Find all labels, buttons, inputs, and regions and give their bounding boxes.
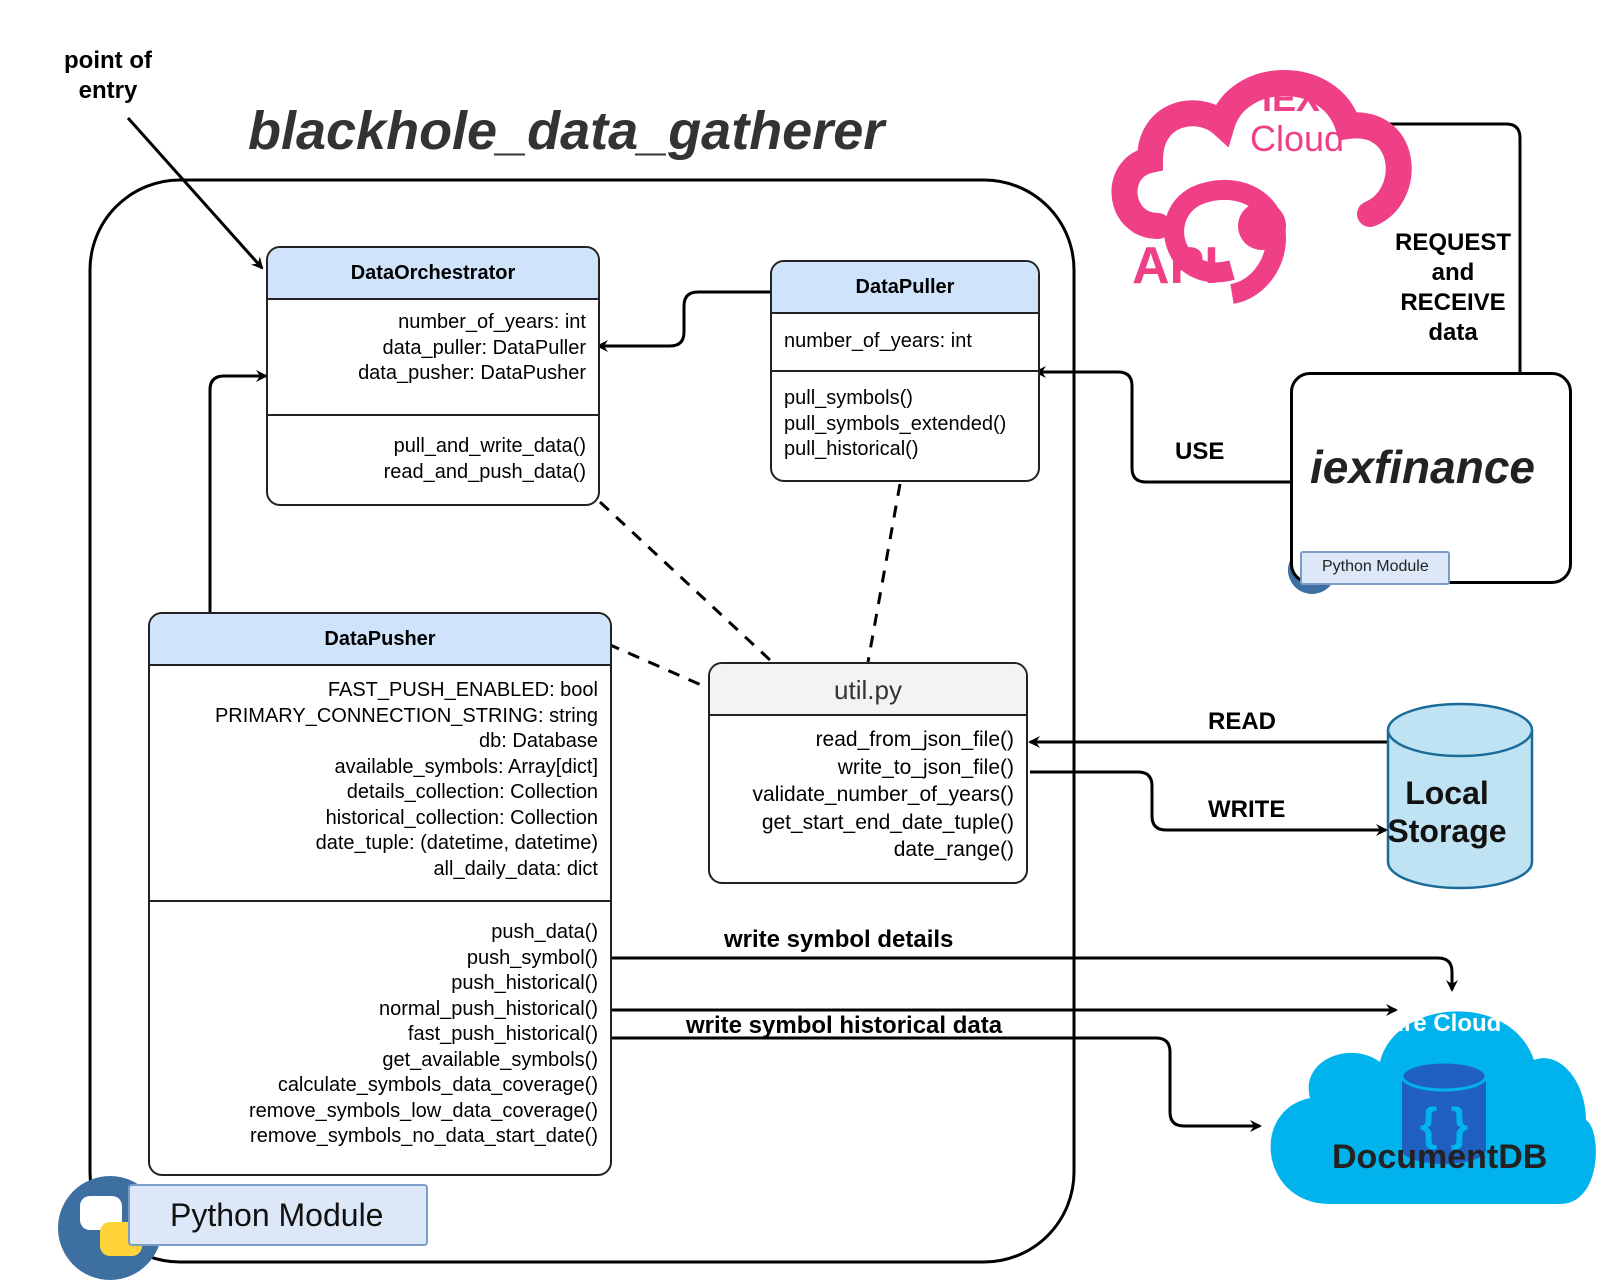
data-orchestrator-header: DataOrchestrator: [268, 248, 598, 300]
attribute: data_puller: DataPuller: [382, 336, 586, 359]
use-label: USE: [1175, 438, 1225, 465]
attribute: date_tuple: (datetime, datetime): [315, 832, 598, 854]
local-text: Local: [1405, 775, 1489, 811]
data-orchestrator-methods: pull_and_write_data() read_and_push_data…: [268, 414, 598, 485]
data-pusher-attributes: FAST_PUSH_ENABLED: bool PRIMARY_CONNECTI…: [150, 666, 610, 900]
diagram-title: blackhole_data_gatherer: [248, 101, 885, 161]
data-pusher-methods: push_data() push_symbol() push_historica…: [150, 900, 610, 1150]
util-methods: read_from_json_file() write_to_json_file…: [710, 716, 1026, 864]
write-details-label: write symbol details: [724, 926, 954, 953]
attribute: FAST_PUSH_ENABLED: bool: [327, 679, 598, 701]
method: get_available_symbols(): [382, 1048, 598, 1071]
util-module[interactable]: util.py read_from_json_file() write_to_j…: [708, 662, 1028, 884]
attribute: all_daily_data: dict: [433, 857, 598, 880]
method: push_symbol(): [466, 946, 598, 969]
orchestrator-util-dash: [598, 500, 772, 662]
svg-text:{ }: { }: [1420, 1098, 1469, 1150]
data-pusher-header: DataPusher: [150, 614, 610, 666]
data-orchestrator-class[interactable]: DataOrchestrator number_of_years: int da…: [266, 246, 600, 506]
local-storage-cylinder: [1386, 702, 1534, 890]
azure-cloud-label: Azure Cloud: [1360, 1010, 1502, 1037]
documentdb-label: DocumentDB: [1332, 1138, 1548, 1176]
puller-to-orchestrator-arrow: [596, 290, 770, 352]
data-pusher-class[interactable]: DataPusher FAST_PUSH_ENABLED: bool PRIMA…: [148, 612, 612, 1176]
request-text: REQUEST: [1394, 229, 1511, 256]
local-storage-label: Local Storage: [1385, 774, 1509, 850]
method: read_and_push_data(): [383, 460, 586, 483]
attribute: number_of_years: int: [784, 330, 972, 352]
method: validate_number_of_years(): [752, 783, 1014, 806]
method: remove_symbols_low_data_coverage(): [248, 1099, 598, 1122]
entry-arrow: [126, 117, 264, 270]
util-header: util.py: [710, 664, 1026, 716]
api-label: API: [1132, 237, 1219, 295]
read-label: READ: [1208, 708, 1277, 735]
iex-label: IEX: [1262, 78, 1321, 119]
entry-label: point of entry: [60, 46, 156, 106]
method: read_from_json_file(): [815, 728, 1014, 751]
receive-text: RECEIVE: [1400, 289, 1506, 316]
method: pull_symbols(): [784, 387, 913, 409]
iexfinance-module[interactable]: [1290, 372, 1572, 584]
iexfinance-name: iexfinance: [1310, 441, 1535, 493]
pusher-to-orchestrator-arrow: [208, 370, 268, 612]
request-receive-label: REQUEST and RECEIVE data: [1388, 228, 1518, 348]
use-arrow: [1034, 366, 1314, 484]
data-puller-attributes: number_of_years: int: [772, 314, 1038, 370]
iex-cloud-logo: [1111, 70, 1412, 304]
data-text: data: [1428, 319, 1478, 346]
cloud-label: Cloud: [1250, 118, 1345, 159]
write-label: WRITE: [1208, 796, 1286, 823]
python-module-badge: Python Module: [128, 1184, 428, 1246]
method: pull_and_write_data(): [393, 435, 586, 457]
method: remove_symbols_no_data_start_date(): [250, 1125, 598, 1147]
python-module-badge-text: Python Module: [170, 1197, 384, 1233]
write-historical-label: write symbol historical data: [686, 1012, 1003, 1039]
request-receive-arrow: [1370, 118, 1526, 382]
attribute: PRIMARY_CONNECTION_STRING: string: [214, 704, 598, 727]
method: fast_push_historical(): [407, 1023, 598, 1045]
attribute: historical_collection: Collection: [325, 806, 598, 829]
pusher-util-dash: [607, 642, 709, 690]
method: calculate_symbols_data_coverage(): [277, 1074, 598, 1096]
method: pull_historical(): [784, 438, 919, 460]
data-puller-methods: pull_symbols() pull_symbols_extended() p…: [772, 370, 1038, 463]
attribute: data_pusher: DataPusher: [358, 362, 586, 384]
entry-label-text: point of entry: [64, 47, 152, 104]
attribute: available_symbols: Array[dict]: [334, 755, 598, 778]
data-puller-class[interactable]: DataPuller number_of_years: int pull_sym…: [770, 260, 1040, 482]
method: get_start_end_date_tuple(): [761, 810, 1014, 834]
method: pull_symbols_extended(): [784, 412, 1007, 435]
method: write_to_json_file(): [837, 755, 1014, 779]
attribute: details_collection: Collection: [346, 781, 598, 803]
method: push_historical(): [451, 972, 598, 994]
attribute: number_of_years: int: [398, 311, 586, 333]
attribute: db: Database: [479, 730, 598, 752]
method: date_range(): [893, 838, 1014, 861]
write-details-arrow: [608, 956, 1458, 992]
azure-cloud: { }: [1270, 1011, 1596, 1204]
data-puller-header: DataPuller: [772, 262, 1038, 314]
data-orchestrator-attributes: number_of_years: int data_puller: DataPu…: [268, 300, 598, 414]
method: normal_push_historical(): [379, 997, 598, 1020]
and-text: and: [1431, 259, 1475, 286]
storage-text: Storage: [1387, 813, 1507, 849]
method: push_data(): [491, 921, 598, 943]
write-arrow: [1030, 770, 1388, 836]
write-historical-arrow: [608, 1036, 1262, 1132]
iexfinance-python-badge: Python Module: [1300, 551, 1450, 585]
puller-util-dash: [866, 483, 902, 663]
module-boundary: [88, 178, 1076, 1264]
iexfinance-badge-text: Python Module: [1322, 558, 1429, 575]
